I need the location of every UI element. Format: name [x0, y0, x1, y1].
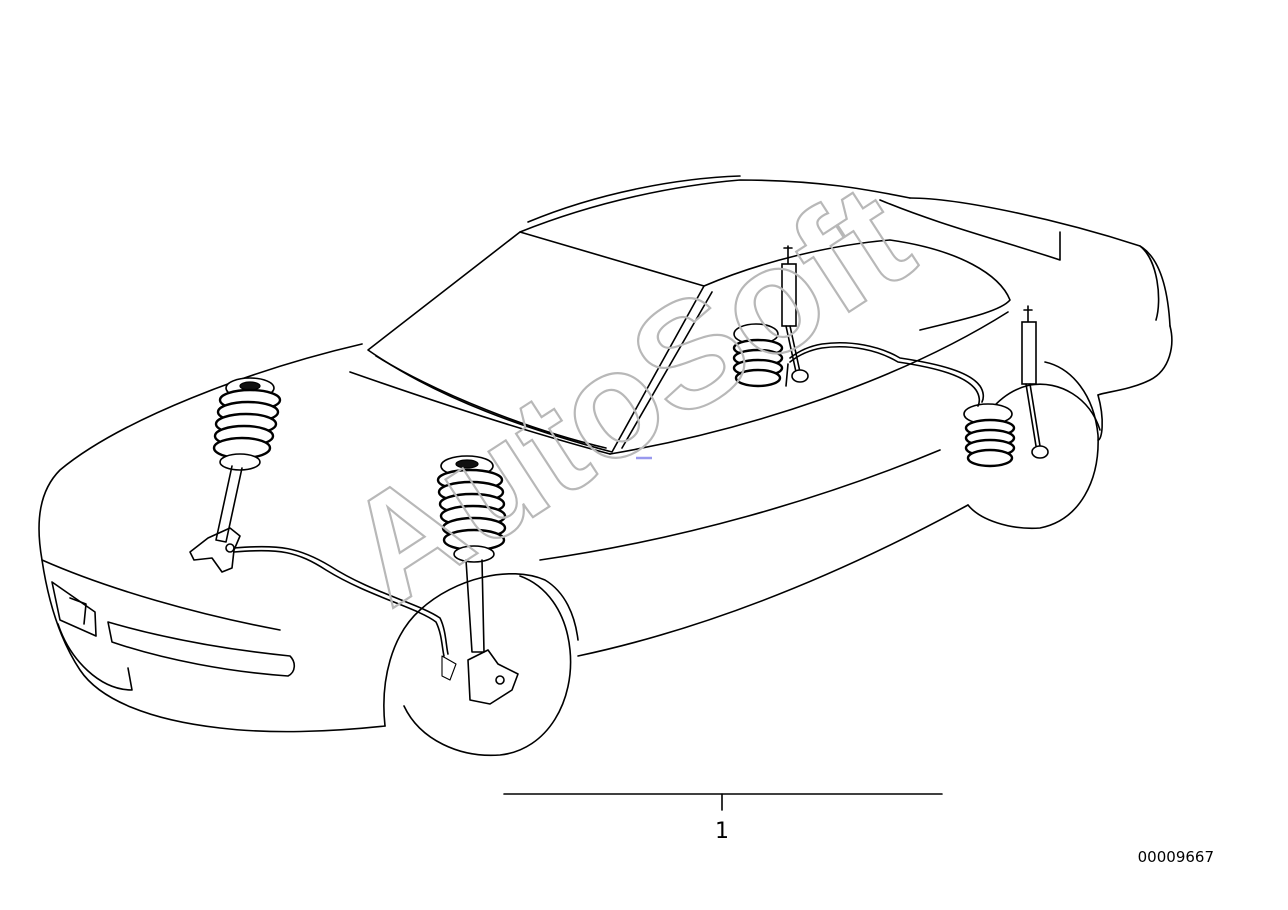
sensor-lines [233, 341, 985, 681]
front-left-strut [189, 377, 282, 573]
rear-right-spring [963, 403, 1016, 468]
rear-left-shock [781, 245, 809, 383]
watermark: AutoSoft [316, 151, 938, 637]
front-right-strut [436, 455, 519, 705]
car-body-outline [38, 175, 1173, 757]
rear-right-shock [1021, 305, 1049, 459]
callout-group: 1 [503, 793, 943, 844]
rear-left-spring [732, 323, 784, 388]
diagram-number: 00009667 [1138, 848, 1214, 866]
callout-label-1: 1 [715, 819, 729, 844]
